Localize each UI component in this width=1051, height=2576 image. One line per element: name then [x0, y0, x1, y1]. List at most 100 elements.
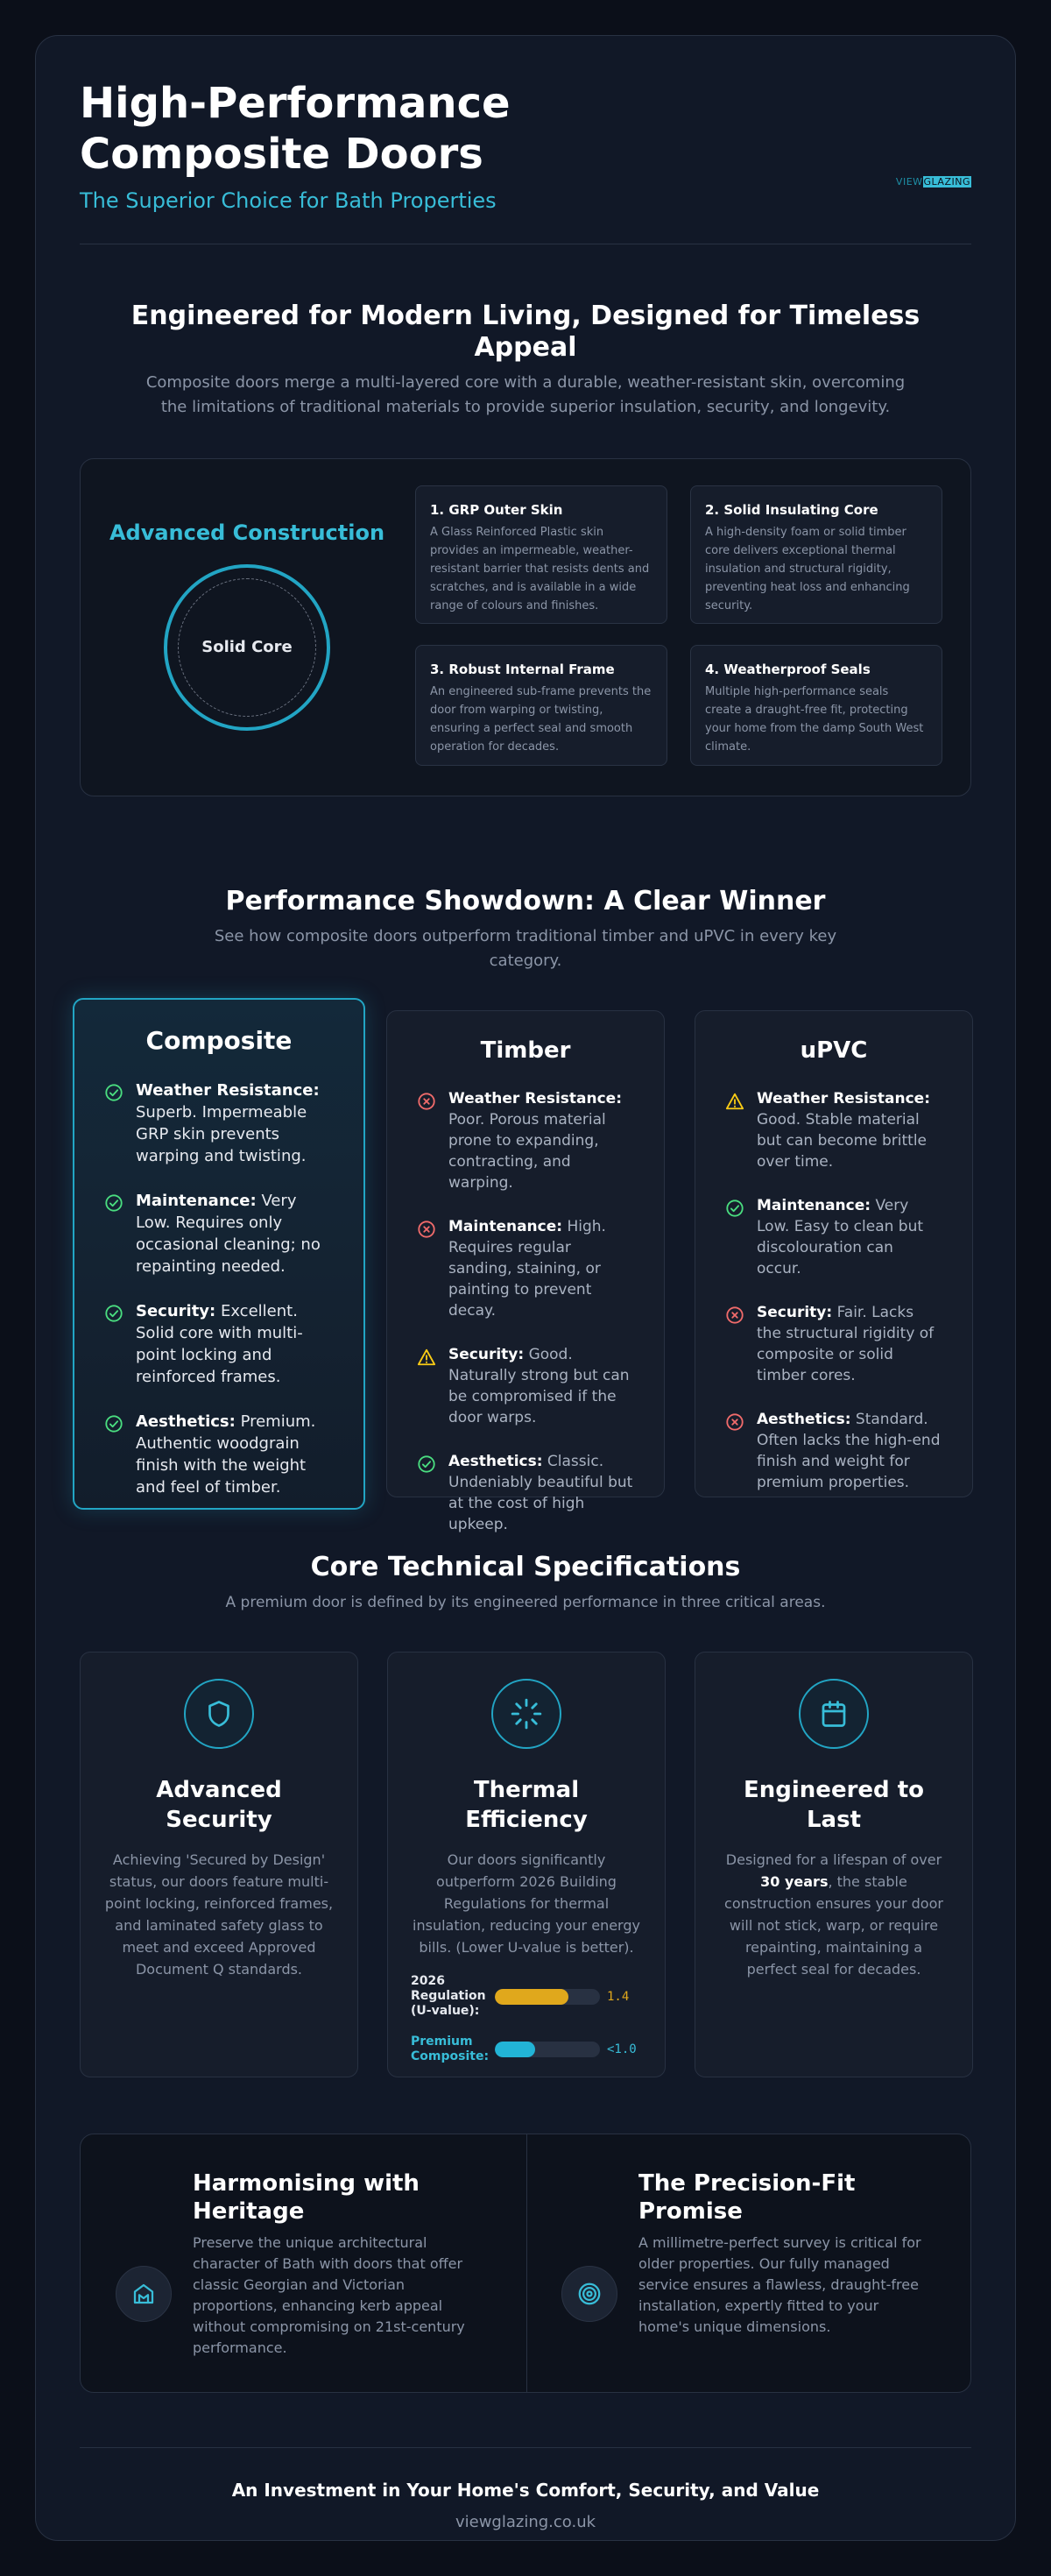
spec-text-highlight: 30 years — [760, 1873, 829, 1890]
comparison-label: Aesthetics: — [136, 1412, 236, 1431]
spec-title: Engineered to Last — [744, 1777, 924, 1833]
logo-text-part1: VIEW — [895, 176, 923, 188]
comparison-row: Aesthetics: Premium. Authentic woodgrain… — [104, 1411, 334, 1498]
uvalue-track — [495, 2042, 600, 2057]
composite-card: Composite Weather Resistance: Superb. Im… — [73, 998, 365, 1510]
spec-card-thermal: Thermal Efficiency Our doors significant… — [387, 1652, 666, 2077]
page-card: High-Performance Composite Doors The Sup… — [35, 35, 1016, 2541]
layer-title: 3. Robust Internal Frame — [430, 662, 615, 677]
uvalue-row-composite: Premium Composite: <1.0 — [411, 2035, 642, 2064]
uvalue-track — [495, 1988, 600, 2005]
core-inner-ring — [178, 578, 316, 717]
divider — [526, 2134, 527, 2392]
features-panel: Harmonising with Heritage Preserve the u… — [80, 2134, 971, 2393]
layer-card: 4. Weatherproof Seals Multiple high-perf… — [690, 645, 942, 766]
home-icon — [116, 2266, 172, 2322]
comparison-row: Weather Resistance: Poor. Porous materia… — [417, 1088, 634, 1193]
specs-description: A premium door is defined by its enginee… — [225, 1594, 826, 1611]
comparison-row: Security: Fair. Lacks the structural rig… — [725, 1302, 942, 1386]
comparison-text: Fair. Lacks the structural rigidity of c… — [757, 1304, 935, 1384]
feature-text: A millimetre-perfect survey is critical … — [638, 2234, 921, 2335]
core-label: Solid Core — [201, 638, 293, 656]
showdown-description: See how composite doors outperform tradi… — [214, 927, 837, 970]
logo-text-part2: GLAZING — [922, 176, 971, 188]
construction-title: Advanced Construction — [109, 520, 385, 545]
comparison-label: Maintenance: — [448, 1218, 563, 1235]
cross-circle-icon — [417, 1092, 436, 1111]
comparison-row: Security: Good. Naturally strong but can… — [417, 1344, 634, 1428]
comparison-row: Maintenance: Very Low. Easy to clean but… — [725, 1195, 942, 1279]
layer-card: 2. Solid Insulating Core A high-density … — [690, 485, 942, 624]
uvalue-value: 1.4 — [607, 1989, 630, 2004]
cross-circle-icon — [725, 1412, 744, 1432]
comparison-label: Maintenance: — [757, 1197, 871, 1214]
comparison-row: Maintenance: Very Low. Requires only occ… — [104, 1190, 334, 1277]
comparison-label: Weather Resistance: — [757, 1090, 930, 1108]
check-circle-icon — [417, 1454, 436, 1474]
upvc-card: uPVC Weather Resistance: Good. Stable ma… — [695, 1010, 973, 1497]
comparison-text: Very Low. Requires only occasional clean… — [136, 1192, 321, 1276]
spec-text: Designed for a lifespan of over 30 years… — [718, 1849, 949, 1980]
comparison-text: Poor. Porous material prone to expanding… — [448, 1111, 606, 1192]
timber-card: Timber Weather Resistance: Poor. Porous … — [386, 1010, 665, 1533]
comparison-label: Aesthetics: — [757, 1411, 851, 1428]
uvalue-label: 2026 Regulation (U-value): — [411, 1974, 486, 2018]
uvalue-row-regulation: 2026 Regulation (U-value): 1.4 — [411, 1974, 642, 2019]
spec-card-longevity: Engineered to Last Designed for a lifesp… — [695, 1652, 973, 2077]
check-circle-icon — [104, 1193, 123, 1213]
uvalue-label: Premium Composite: — [411, 2035, 490, 2063]
layer-title: 2. Solid Insulating Core — [705, 502, 878, 518]
layer-text: An engineered sub-frame prevents the doo… — [430, 685, 652, 754]
brand-logo[interactable]: VIEWGLAZING — [896, 176, 971, 188]
comparison-row: Aesthetics: Standard. Often lacks the hi… — [725, 1409, 942, 1493]
spec-title: Advanced Security — [156, 1777, 282, 1833]
card-title: Timber — [480, 1037, 571, 1064]
comparison-label: Security: — [136, 1302, 216, 1320]
footer: An Investment in Your Home's Comfort, Se… — [80, 2447, 971, 2531]
check-circle-icon — [104, 1304, 123, 1323]
comparison-row: Security: Excellent. Solid core with mul… — [104, 1300, 334, 1388]
check-circle-icon — [725, 1199, 744, 1218]
card-title: uPVC — [800, 1037, 868, 1064]
footer-url[interactable]: viewglazing.co.uk — [455, 2513, 596, 2531]
specs-title: Core Technical Specifications — [310, 1552, 741, 1582]
spec-text-pre: Designed for a lifespan of over — [725, 1851, 942, 1868]
cross-circle-icon — [417, 1220, 436, 1239]
feature-title: Harmonising with Heritage — [193, 2170, 420, 2225]
showdown-title: Performance Showdown: A Clear Winner — [225, 886, 826, 916]
shield-icon — [184, 1679, 254, 1749]
layer-text: A high-density foam or solid timber core… — [705, 526, 910, 612]
feature-text: Preserve the unique architectural charac… — [193, 2234, 465, 2356]
layer-title: 1. GRP Outer Skin — [430, 502, 563, 518]
spec-text: Achieving 'Secured by Design' status, ou… — [104, 1851, 334, 1978]
comparison-text: High. Requires regular sanding, staining… — [448, 1218, 606, 1320]
comparison-row: Weather Resistance: Good. Stable materia… — [725, 1088, 942, 1172]
comparison-label: Weather Resistance: — [136, 1081, 320, 1100]
uvalue-bar — [495, 1988, 568, 2005]
uvalue-value: <1.0 — [607, 2042, 637, 2056]
layer-text: Multiple high-performance seals create a… — [705, 685, 924, 754]
check-circle-icon — [104, 1414, 123, 1433]
header: High-Performance Composite Doors The Sup… — [80, 78, 971, 244]
comparison-label: Maintenance: — [136, 1192, 257, 1210]
spec-card-security: Advanced Security Achieving 'Secured by … — [80, 1652, 358, 2077]
warning-icon — [417, 1348, 436, 1367]
comparison-text: Good. Stable material but can become bri… — [757, 1111, 928, 1171]
comparison-label: Aesthetics: — [448, 1453, 543, 1470]
comparison-text: Superb. Impermeable GRP skin prevents wa… — [136, 1103, 307, 1165]
layer-card: 1. GRP Outer Skin A Glass Reinforced Pla… — [415, 485, 667, 624]
spec-text: Our doors significantly outperform 2026 … — [413, 1851, 640, 1956]
layer-title: 4. Weatherproof Seals — [705, 662, 871, 677]
comparison-label: Security: — [448, 1346, 525, 1363]
cross-circle-icon — [725, 1306, 744, 1325]
comparison-text: Premium. Authentic woodgrain finish with… — [136, 1412, 316, 1497]
comparison-row: Aesthetics: Classic. Undeniably beautifu… — [417, 1451, 634, 1535]
comparison-text: Very Low. Easy to clean but discolourati… — [757, 1197, 924, 1277]
layer-card: 3. Robust Internal Frame An engineered s… — [415, 645, 667, 766]
calendar-icon — [799, 1679, 869, 1749]
target-icon — [561, 2266, 617, 2322]
comparison-row: Weather Resistance: Superb. Impermeable … — [104, 1079, 334, 1167]
layer-text: A Glass Reinforced Plastic skin provides… — [430, 526, 650, 612]
comparison-text: Standard. Often lacks the high-end finis… — [757, 1411, 941, 1491]
footer-tagline: An Investment in Your Home's Comfort, Se… — [231, 2480, 820, 2501]
